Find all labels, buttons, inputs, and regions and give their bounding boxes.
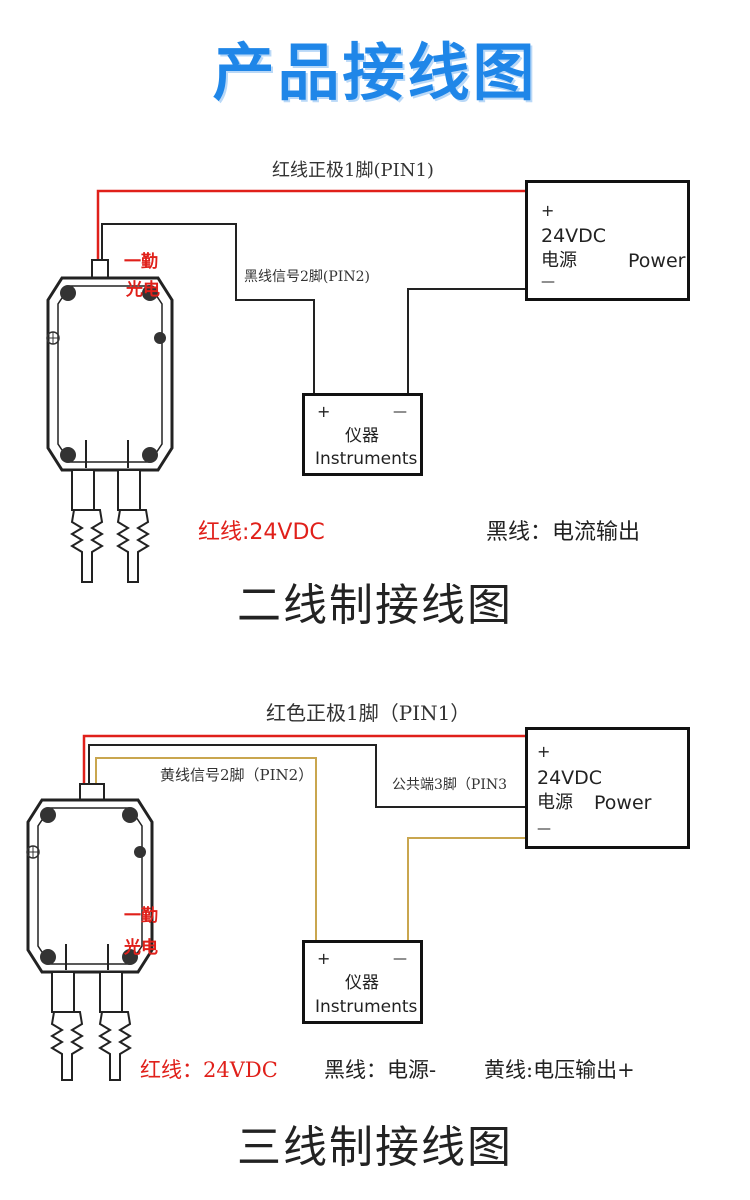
legend-yellow: 黄线:电压输出+ — [484, 1058, 635, 1082]
power-supply-box: + 24VDC 电源 Power — — [525, 727, 690, 849]
brand-top: 一勤 — [124, 906, 158, 926]
instrument-name-cn: 仪器 — [345, 426, 379, 446]
yellow-return-wire — [407, 837, 527, 942]
power-voltage: 24VDC — [537, 767, 603, 789]
brand-bottom: 光电 — [124, 938, 158, 958]
power-supply-box: + 24VDC 电源 Power — — [525, 180, 690, 301]
instrument-plus: + — [317, 949, 331, 968]
instrument-box: + — 仪器 Instruments — [302, 940, 423, 1024]
legend-red: 红线：24VDC — [140, 1058, 278, 1082]
three-wire-sensor — [26, 783, 154, 1081]
two-wire-caption: 二线制接线图 — [237, 580, 513, 631]
red-wire — [96, 189, 527, 262]
two-wire-sensor — [46, 259, 174, 583]
instrument-name-en: Instruments — [315, 449, 418, 469]
black-wire — [88, 744, 527, 808]
red-wire-label: 红色正极1脚（PIN1） — [266, 701, 471, 725]
black-wire — [101, 223, 315, 395]
power-name-cn: 电源 — [541, 250, 577, 271]
three-wire-caption: 三线制接线图 — [237, 1122, 513, 1173]
instrument-name-cn: 仪器 — [345, 973, 379, 993]
three-wire-wires — [82, 734, 527, 942]
instrument-minus: — — [393, 404, 407, 420]
two-wire-wires — [96, 189, 527, 395]
brand-bottom: 光电 — [126, 280, 160, 300]
legend-red: 红线:24VDC — [198, 520, 325, 545]
red-wire-label: 红线正极1脚(PIN1) — [272, 160, 434, 181]
power-plus: + — [537, 742, 551, 761]
power-voltage: 24VDC — [541, 225, 607, 247]
power-minus: — — [541, 274, 555, 290]
power-name-cn: 电源 — [537, 792, 573, 813]
power-name-en: Power — [628, 250, 686, 272]
black-wire-label: 公共端3脚（PIN3 — [392, 777, 508, 793]
legend-black: 黑线：电源- — [324, 1058, 437, 1082]
power-name-en: Power — [594, 792, 652, 814]
yellow-wire-label: 黄线信号2脚（PIN2） — [160, 766, 314, 784]
instrument-plus: + — [317, 402, 331, 421]
black-return-wire — [407, 288, 527, 395]
brand-top: 一勤 — [124, 252, 158, 272]
power-plus: + — [541, 201, 555, 220]
instrument-name-en: Instruments — [315, 997, 418, 1017]
power-minus: — — [537, 821, 551, 837]
instrument-minus: — — [393, 951, 407, 967]
page-title: 产品接线图 — [212, 36, 538, 109]
instrument-box: + — 仪器 Instruments — [302, 393, 423, 476]
yellow-wire — [95, 757, 317, 942]
red-wire — [82, 734, 527, 786]
legend-black: 黑线：电流输出 — [486, 520, 641, 545]
black-wire-label: 黑线信号2脚(PIN2) — [244, 269, 370, 285]
